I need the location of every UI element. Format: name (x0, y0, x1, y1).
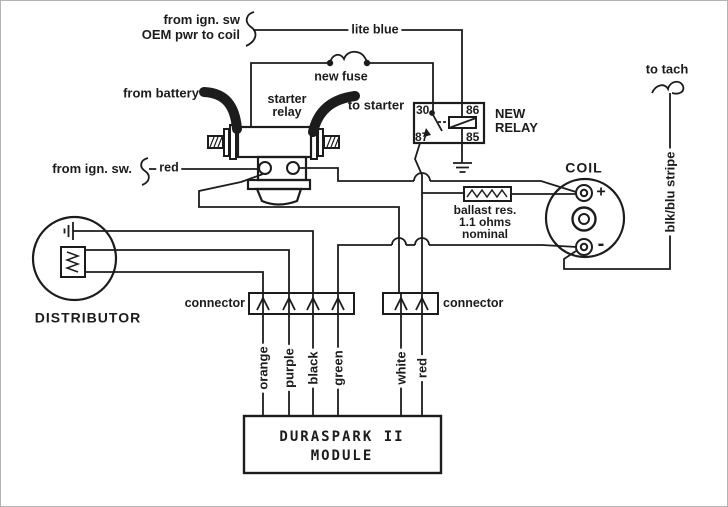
ground-symbol (63, 222, 74, 240)
wire-hop (413, 172, 431, 182)
wire-label-orange: orange (256, 343, 271, 393)
s-terminal (258, 161, 272, 175)
new-relay-label: NEW RELAY (495, 106, 538, 135)
relay-ground-symbol (453, 143, 472, 173)
relay-contact-arrow (423, 128, 431, 137)
coil-label: COIL (565, 159, 603, 176)
from-battery-label: from battery (123, 85, 199, 101)
coil-plus-label: + (596, 183, 606, 201)
purple-pickup-wire (85, 249, 290, 293)
ign-oem-power-label: from ign. sw OEM pwr to coil (141, 12, 240, 42)
coil-plus-terminal (575, 184, 593, 202)
green-coil-wire (337, 237, 578, 293)
orange-pickup-wire (85, 271, 264, 293)
wire-label-white: white (394, 348, 409, 388)
red-wire-label: red (156, 161, 182, 175)
relay-87-output-wire (414, 142, 464, 293)
relay-pin-30: 30 (416, 103, 430, 117)
fuse-symbol (329, 50, 368, 64)
battery-stud (207, 135, 224, 149)
relay-pin-86: 86 (466, 103, 480, 117)
from-ign-sw-label: from ign. sw. (52, 161, 132, 176)
to-tach-label: to tach (645, 61, 689, 77)
relay-body (236, 125, 313, 159)
pickup-coil (60, 246, 86, 278)
new-fuse-wire (250, 50, 434, 127)
module-label: DURASPARK II MODULE (279, 429, 405, 464)
starter-relay-label: starter relay (267, 92, 307, 119)
blk-blu-stripe-label: blk/blu stripe (663, 148, 678, 236)
wire-label-green: green (331, 347, 346, 389)
wire-hop (391, 237, 407, 246)
coil-center-terminal (571, 206, 597, 232)
distributor-label: DISTRIBUTOR (34, 309, 142, 326)
relay-pin-87: 87 (415, 130, 429, 144)
connector-right-label: connector (443, 296, 504, 310)
wire-break-hook (245, 11, 257, 47)
coil-minus-terminal (575, 238, 593, 256)
module-box (242, 414, 443, 475)
new-relay-box (412, 101, 486, 145)
starter-relay-symbol (199, 87, 360, 206)
wire-break-hook (651, 80, 685, 95)
battery-cable (199, 87, 242, 134)
starter-stud (323, 135, 340, 149)
new-fuse-label: new fuse (314, 69, 368, 84)
starter-cable (308, 91, 360, 137)
wire-label-red: red (415, 354, 430, 382)
wire-break-hook (140, 157, 150, 186)
black-ground-wire (63, 222, 314, 293)
connector-right-box (382, 292, 439, 315)
wire-label-black: black (306, 348, 321, 388)
lite-blue-wire (245, 11, 463, 103)
ballast-resistor (463, 186, 577, 202)
i-terminal (286, 161, 300, 175)
relay-switch-arm (431, 112, 443, 132)
white-start-wire (198, 173, 400, 293)
ballast-resistor-label: ballast res. 1.1 ohms nominal (453, 203, 517, 241)
wire-hop (414, 237, 430, 246)
coil-symbol (544, 177, 626, 259)
distributor-symbol (31, 215, 118, 302)
lite-blue-wire-label: lite blue (348, 23, 402, 37)
wire-label-purple: purple (282, 345, 297, 391)
connector-left-label: connector (184, 296, 245, 310)
coil-minus-label: - (597, 233, 605, 255)
relay-base (255, 187, 303, 206)
relay-pin-85: 85 (466, 130, 480, 144)
to-starter-label: to starter (347, 97, 405, 113)
coil-bypass-wire (299, 167, 577, 193)
